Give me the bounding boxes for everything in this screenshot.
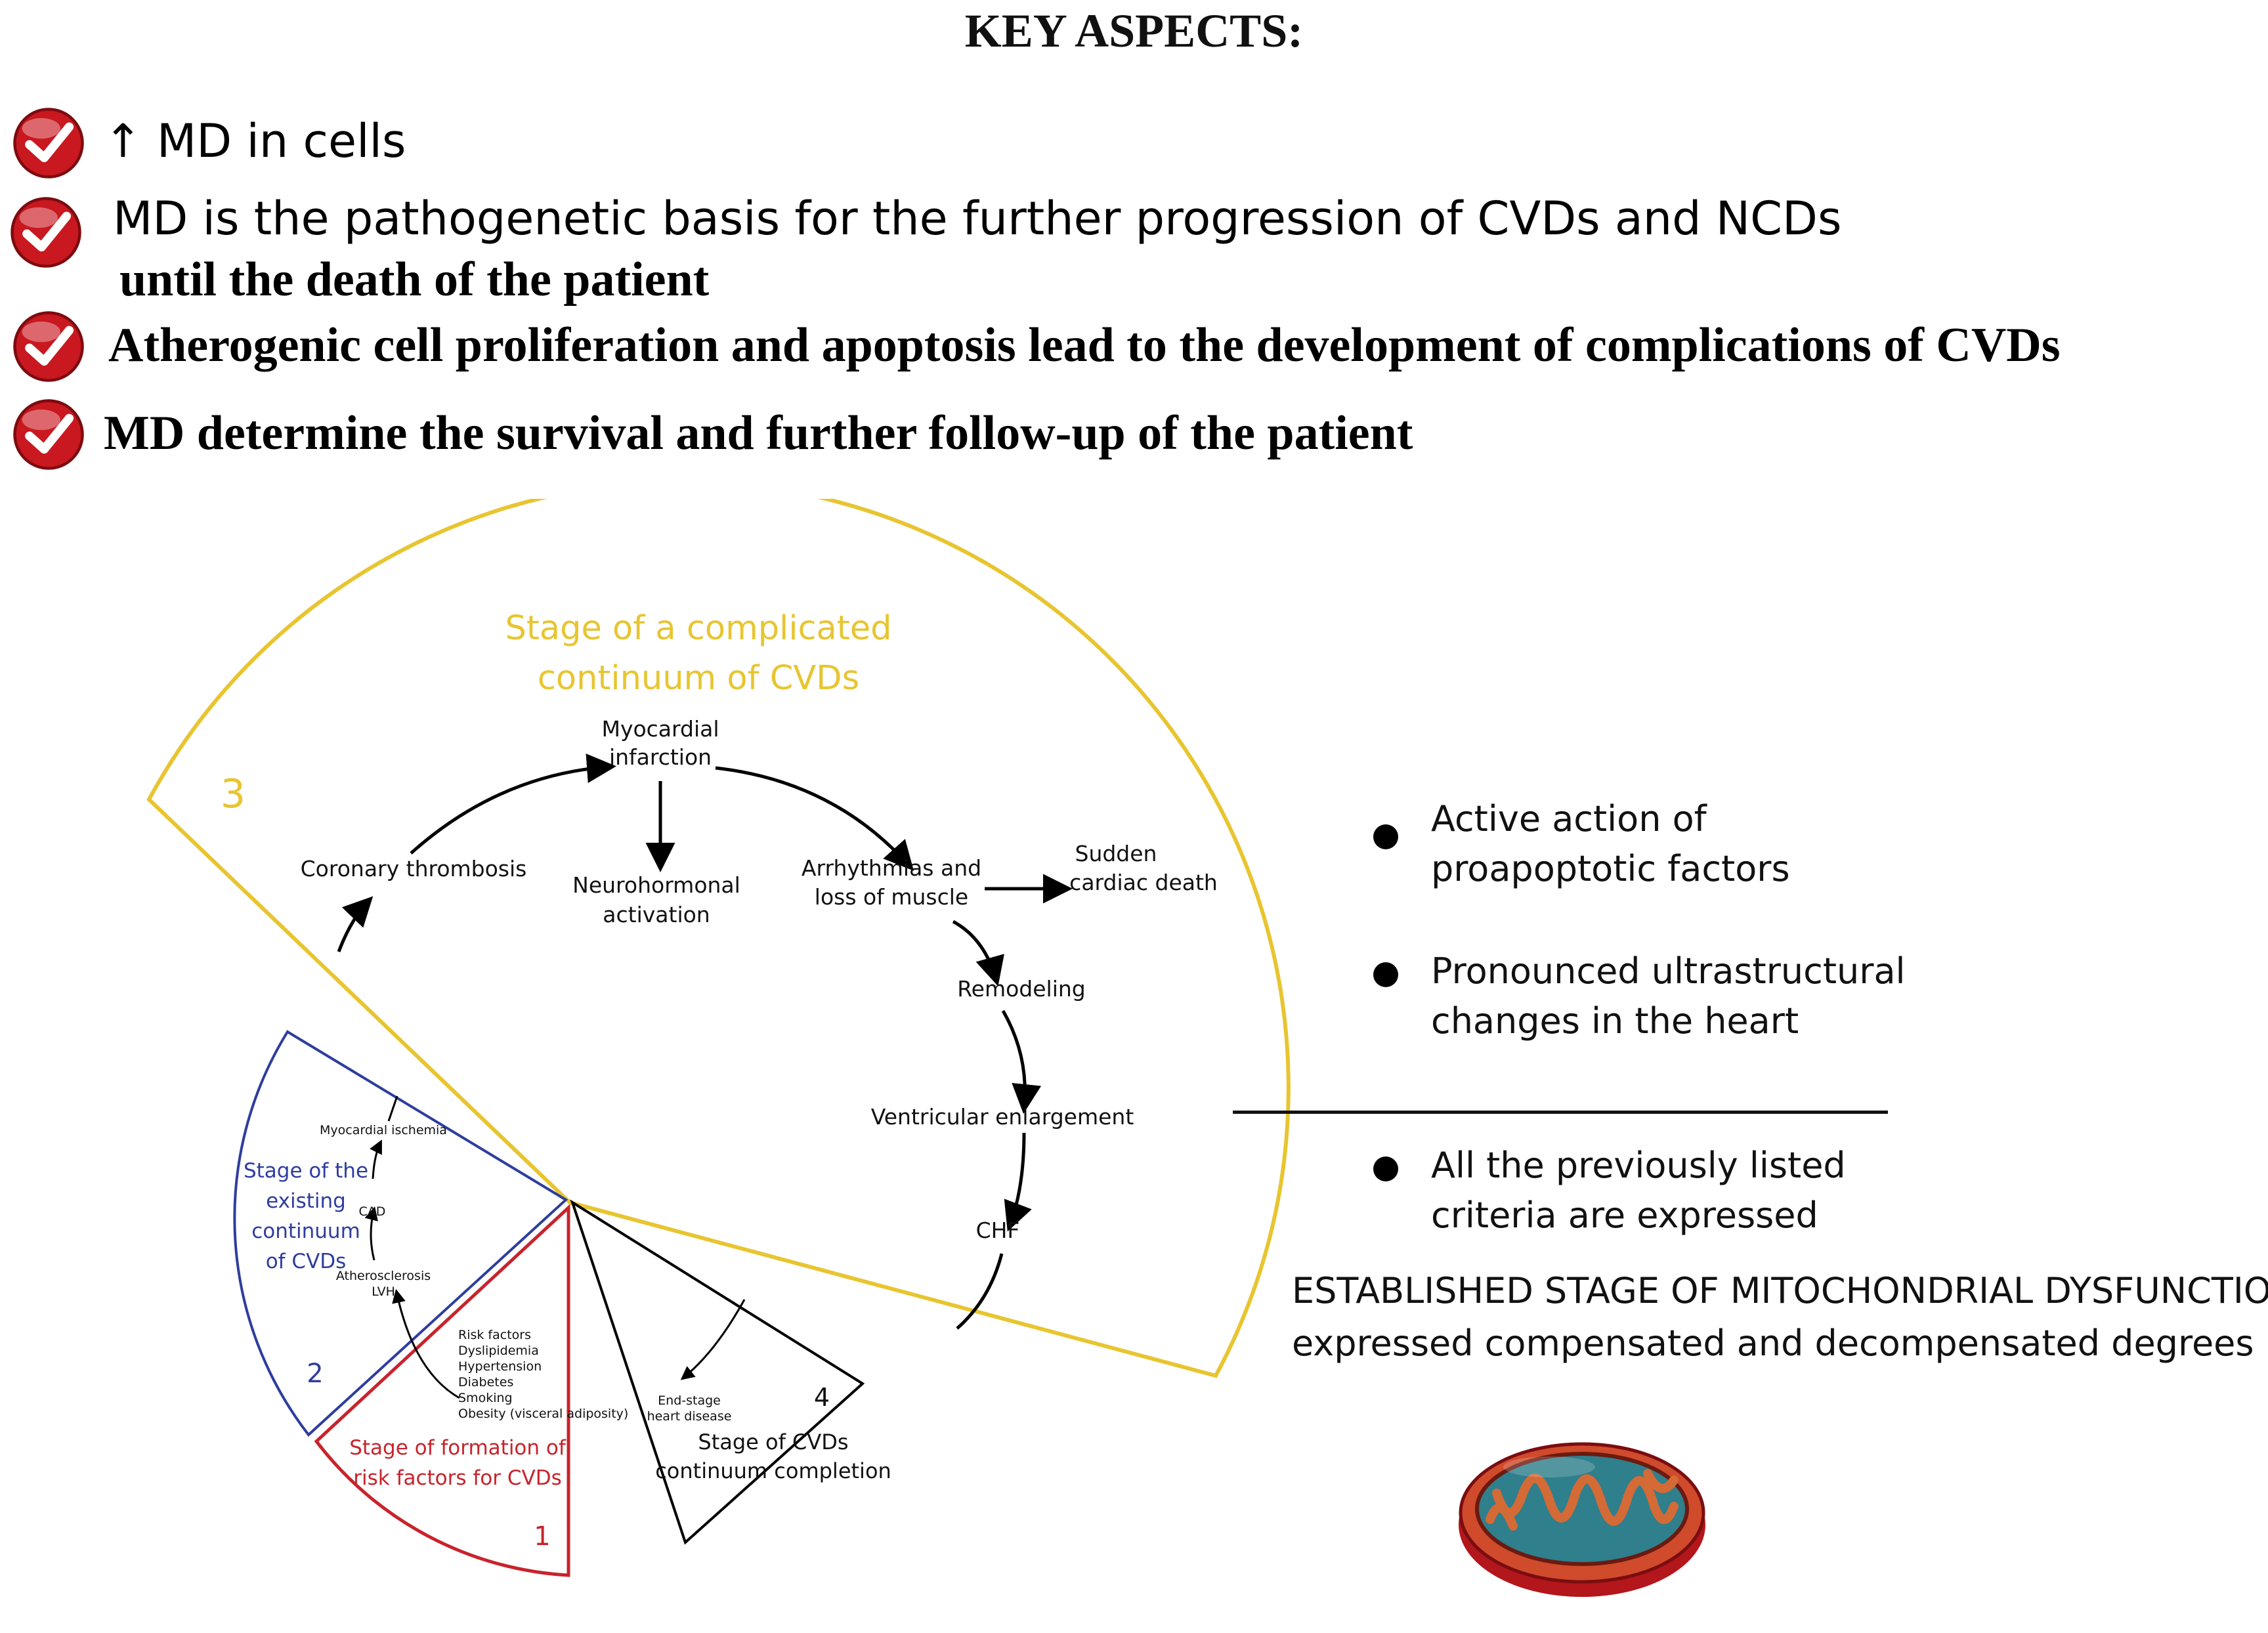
node-neurohormonal-line1: Neurohormonal [572,872,740,898]
key-aspect-item: MD determine the survival and further fo… [0,390,2268,482]
stage2-title-line3: continuum [251,1219,360,1243]
mitochondrion-icon [1459,1442,1705,1597]
stage2-title-line1: Stage of the [244,1159,368,1183]
stage2-title-line4: of CVDs [266,1250,347,1273]
check-circle-icon [11,197,81,268]
cvd-continuum-diagram: Stage of a complicated continuum of CVDs… [146,499,1291,1577]
risk-factor-item: Dyslipidemia [458,1344,539,1358]
arrow-remodeling-to-enlargement [1001,1009,1042,1114]
established-stage-subtitle: expressed compensated and decompensated … [1292,1323,2254,1364]
arrow-chf-exit [956,1253,1004,1330]
node-cad: CAD [359,1204,386,1219]
stage1-sector [314,1204,570,1577]
stage3-title-line2: continuum of CVDs [538,659,859,698]
node-atherosclerosis-line1: Atherosclerosis [336,1269,431,1283]
arrow-to-end-stage [680,1299,746,1380]
node-chf: CHF [976,1218,1020,1243]
risk-factor-item: Risk factors [458,1328,531,1342]
criteria-text-line1: Active action of [1431,798,1707,839]
node-atherosclerosis-line2: LVH [372,1284,395,1299]
criteria-text-line1: Pronounced ultrastructural [1431,950,1906,992]
node-mi-line2: infarction [609,744,712,770]
key-aspect-item: ↑ MD in cells [0,98,2268,190]
criteria-text-line2: changes in the heart [1431,1000,1799,1042]
page-title: KEY ASPECTS: [964,5,1304,57]
node-arrhythmias-line2: loss of muscle [815,884,968,910]
key-aspect-item: MD is the pathogenetic basis for the fur… [0,190,2268,322]
node-myocardial-ischemia: Myocardial ischemia [320,1123,447,1137]
risk-factor-item: Smoking [458,1391,513,1405]
arrow-thrombosis-to-mi [410,753,616,855]
stage1-title-line2: risk factors for CVDs [353,1466,562,1490]
check-circle-icon [13,399,84,470]
node-arrhythmias-line1: Arrhythmias and [802,855,981,881]
arrow-cad-to-ischemia [370,1139,382,1179]
arrow-atherosclerosis-to-cad [364,1206,378,1261]
stage4-title-line2: continuum completion [655,1458,891,1483]
arrow-enlargement-to-chf [1004,1132,1032,1232]
criteria-text-line2: proapoptotic factors [1431,848,1790,889]
node-remodeling: Remodeling [957,976,1086,1002]
bullet-icon [1373,824,1398,849]
criteria-list: Active action of proapoptotic factors Pr… [1365,794,2265,1451]
node-sudden-death-line2: cardiac death [1069,870,1218,895]
node-end-stage-line2: heart disease [647,1409,732,1424]
stage4-sector [570,1199,865,1545]
key-aspect-text-continued: until the death of the patient [119,253,710,307]
stage1-number: 1 [534,1521,550,1552]
criteria-text-line1: All the previously listed [1431,1145,1846,1186]
risk-factor-item: Diabetes [458,1375,513,1389]
node-neurohormonal-line2: activation [603,902,710,927]
check-circle-icon [13,311,84,382]
stage2-sector [233,1030,568,1437]
key-aspect-item: Atherogenic cell proliferation and apopt… [0,302,2268,394]
criteria-text-line2: criteria are expressed [1431,1195,1818,1236]
arrow-risk-to-atherosclerosis [392,1288,460,1399]
stage2-title-line2: existing [266,1189,346,1213]
node-coronary-thrombosis: Coronary thrombosis [301,856,527,881]
key-aspect-text: Atherogenic cell proliferation and apopt… [108,318,2061,372]
risk-factor-item: Hypertension [458,1359,542,1374]
node-ventricular-enlargement: Ventricular enlargement [871,1104,1134,1130]
risk-factor-item: Obesity (visceral adiposity) [458,1407,628,1421]
key-aspect-text: MD is the pathogenetic basis for the fur… [113,192,1842,245]
bullet-icon [1373,1156,1398,1181]
node-end-stage-line1: End-stage [658,1393,721,1408]
stage3-number: 3 [221,771,246,817]
arrow-entry-to-thrombosis [337,896,374,952]
stage1-title-line1: Stage of formation of [349,1436,567,1460]
established-stage-title: ESTABLISHED STAGE OF MITOCHONDRIAL DYSFU… [1292,1270,2268,1311]
stage3-title-line1: Stage of a complicated [505,609,891,648]
arrow-ischemia-up [387,1095,398,1122]
arrow-mi-to-arrhythmias [715,766,914,871]
bullet-icon [1373,962,1398,987]
key-aspect-text: MD in cells [142,114,406,168]
node-sudden-death-line1: Sudden [1075,841,1157,866]
key-aspect-text: MD determine the survival and further fo… [104,406,1413,460]
stage4-number: 4 [814,1383,830,1412]
stage3-sector [146,499,1291,1378]
check-circle-icon [13,108,84,179]
stage2-number: 2 [307,1359,323,1389]
node-mi-line1: Myocardial [601,716,719,742]
stage4-title-line1: Stage of CVDs [698,1430,848,1454]
criteria-divider [1233,1111,1888,1114]
up-arrow-icon: ↑ [104,114,142,168]
arrow-arrhythmias-to-remodeling [952,920,1004,986]
